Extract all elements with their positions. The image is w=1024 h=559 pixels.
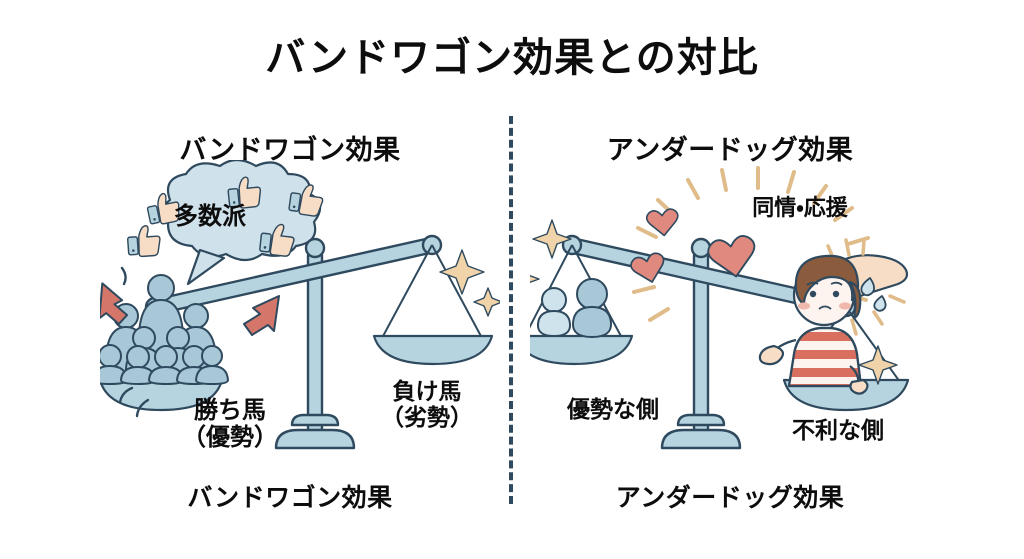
sparkle-icon-group (439, 249, 500, 317)
panel-right-header: アンダードッグ効果 (606, 135, 854, 166)
right-strong-side-label: 優勢な側 (567, 397, 659, 423)
left-light-side-label: 負け馬 （劣勢） (362, 379, 492, 432)
left-illustration (100, 160, 500, 450)
right-burst-label: 同情・応援 (752, 196, 848, 221)
crowd-figures (100, 274, 229, 385)
balance-scale-stand (660, 237, 742, 450)
balance-pan-right (372, 244, 494, 366)
sweat-drop-icon-group (860, 277, 887, 312)
left-heavy-side-label: 勝ち馬 （優勢） (150, 397, 310, 451)
balance-pan-right (782, 306, 910, 412)
motion-lines (118, 266, 150, 418)
left-light-side-sub: （劣勢） (381, 404, 473, 431)
left-bubble-label: 多数派 (174, 202, 246, 230)
panel-left-caption: バンドワゴン効果 (187, 483, 393, 512)
left-heavy-side-sub: （優勢） (182, 422, 278, 451)
small-figures (536, 278, 613, 338)
left-light-side-main: 負け馬 (392, 379, 462, 405)
right-illustration (530, 166, 910, 450)
panel-divider (509, 116, 513, 504)
balance-pan-left (530, 244, 634, 366)
panel-right-caption: アンダードッグ効果 (615, 483, 845, 512)
panel-left-header: バンドワゴン効果 (179, 135, 401, 166)
thumbs-up-icon-group (127, 176, 324, 258)
heart-icon-group (630, 208, 756, 283)
balance-scale-stand (274, 237, 356, 450)
sparkle-icon-group (530, 219, 898, 385)
boy-character (758, 254, 869, 395)
page-title: バンドワゴン効果との対比 (265, 35, 759, 81)
arrow-icon-group (100, 282, 280, 336)
right-weak-side-label: 不利な側 (792, 418, 884, 444)
left-heavy-side-main: 勝ち馬 (194, 396, 266, 424)
